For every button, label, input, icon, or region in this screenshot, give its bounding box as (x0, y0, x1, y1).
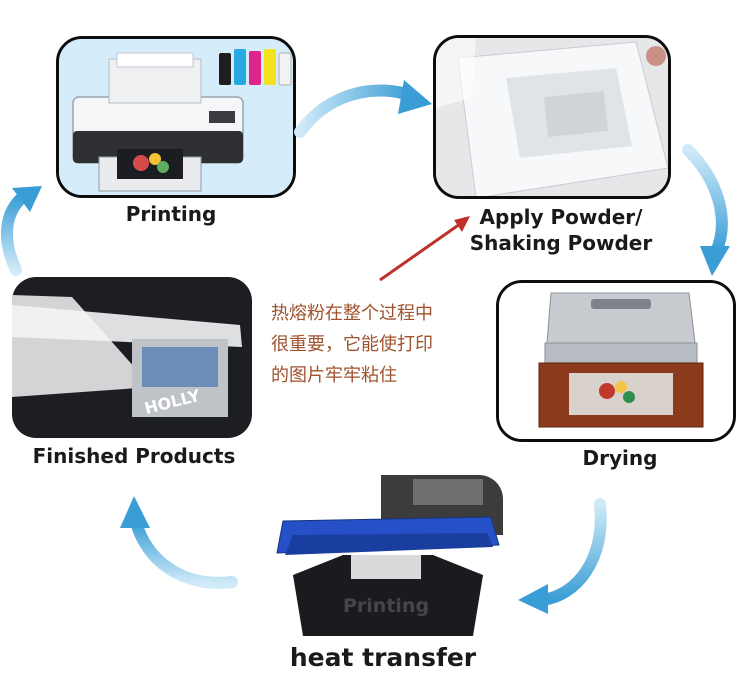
arrow-printing-to-powder-icon (294, 80, 432, 138)
arrow-heat-to-finished-icon (120, 496, 238, 589)
powder-sheet-icon (436, 38, 668, 196)
heat-transfer-label: heat transfer (289, 643, 477, 672)
powder-importance-note: 热熔粉在整个过程中 很重要，它能使打印 的图片牢牢粘住 (271, 298, 511, 391)
printing-label: Printing (125, 202, 217, 226)
heat-transfer-overlay-text: Printing (343, 595, 430, 617)
tshirt-icon: HOLLY (12, 277, 252, 438)
heat-press-icon (263, 475, 503, 636)
arrow-finished-to-printing-icon (1, 186, 42, 276)
apply-powder-label-line1: Apply Powder/ (479, 205, 643, 229)
printing-image-card (56, 36, 296, 198)
note-line-2: 很重要，它能使打印 (271, 334, 433, 355)
drying-image-card (496, 280, 736, 442)
tshirt-icon (293, 555, 483, 636)
dryer-oven-icon (499, 283, 733, 439)
heat-transfer-image-card: Printing (263, 475, 503, 636)
apply-powder-label-line2: Shaking Powder (469, 231, 653, 255)
arrow-drying-to-heat-icon (518, 498, 607, 614)
note-pointer-arrow-icon (379, 216, 470, 282)
note-line-1: 热熔粉在整个过程中 (271, 303, 433, 324)
finished-products-label: Finished Products (32, 444, 236, 468)
ink-bottles-icon (219, 49, 292, 86)
arrow-powder-to-drying-icon (682, 144, 730, 276)
apply-powder-image-card (433, 35, 671, 199)
note-line-3: 的图片牢牢粘住 (271, 365, 397, 386)
printer-icon (59, 39, 293, 195)
drying-label: Drying (582, 446, 658, 470)
finished-products-image-card: HOLLY (12, 277, 252, 438)
